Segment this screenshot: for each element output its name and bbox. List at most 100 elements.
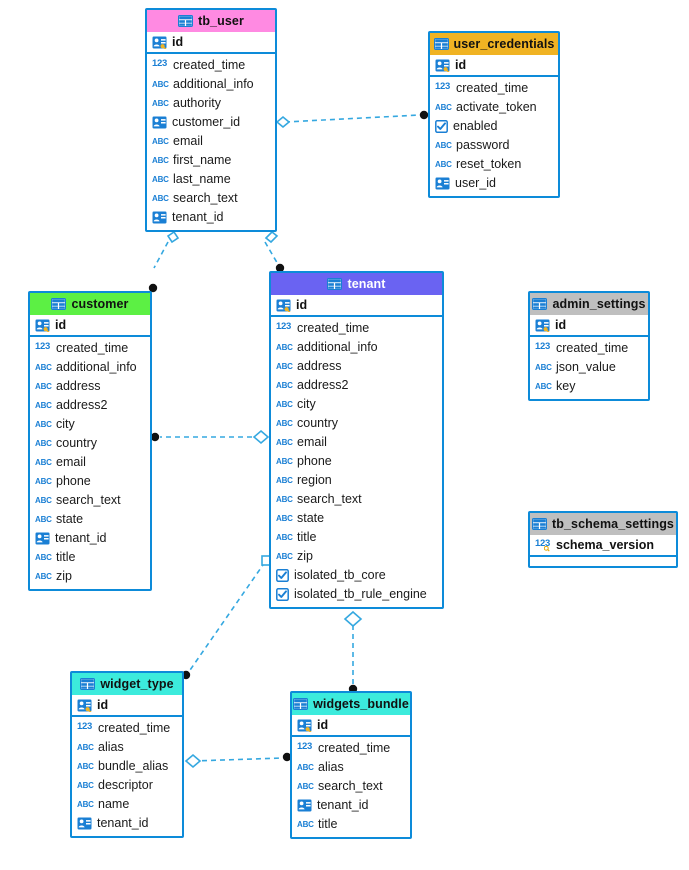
entity-header-widget_type[interactable]: widget_type [72, 673, 182, 695]
edge-marker-diamond [275, 115, 291, 129]
field-row[interactable]: tenant_id [147, 208, 275, 227]
primary-key-row[interactable]: id [271, 295, 442, 317]
primary-key-row[interactable]: id [530, 315, 648, 337]
numeric-type-icon: 123 [435, 80, 450, 92]
table-icon [80, 678, 96, 690]
primary-key-row[interactable]: id [430, 55, 558, 77]
text-type-icon: ABC [276, 361, 293, 371]
field-row[interactable]: isolated_tb_core [271, 566, 442, 585]
entity-header-customer[interactable]: customer [30, 293, 150, 315]
field-row[interactable]: isolated_tb_rule_engine [271, 585, 442, 604]
entity-header-user_credentials[interactable]: user_credentials [430, 33, 558, 55]
field-row[interactable]: user_id [430, 174, 558, 193]
primary-key-row[interactable]: id [292, 715, 410, 737]
text-type-icon: ABC [276, 399, 293, 409]
field-row[interactable]: customer_id [147, 113, 275, 132]
field-row[interactable]: enabled [430, 117, 558, 136]
fk-column-icon [35, 532, 50, 545]
field-row[interactable]: tenant_id [72, 814, 182, 833]
primary-key-label: schema_version [556, 538, 654, 552]
primary-key-row[interactable]: id [72, 695, 182, 717]
entity-header-tb_user[interactable]: tb_user [147, 10, 275, 32]
entity-fields-empty [530, 557, 676, 566]
field-row[interactable]: tenant_id [292, 796, 410, 815]
entity-header-admin_settings[interactable]: admin_settings [530, 293, 648, 315]
primary-key-row[interactable]: id [147, 32, 275, 54]
field-label: email [297, 435, 327, 449]
field-label: zip [297, 549, 313, 563]
entity-header-widgets_bundle[interactable]: widgets_bundle [292, 693, 410, 715]
table-icon [51, 298, 67, 310]
entity-header-tb_schema_settings[interactable]: tb_schema_settings [530, 513, 676, 535]
field-label: created_time [173, 58, 246, 72]
primary-key-row[interactable]: id [30, 315, 150, 337]
entity-header-tenant[interactable]: tenant [271, 273, 442, 295]
numeric-type-icon: 123 [35, 340, 50, 352]
fk-column-icon [435, 177, 450, 190]
field-label: tenant_id [317, 798, 369, 812]
field-label: created_time [98, 721, 171, 735]
field-row[interactable]: tenant_id [30, 529, 150, 548]
primary-key-label: id [97, 698, 109, 712]
field-label: isolated_tb_rule_engine [294, 587, 427, 601]
